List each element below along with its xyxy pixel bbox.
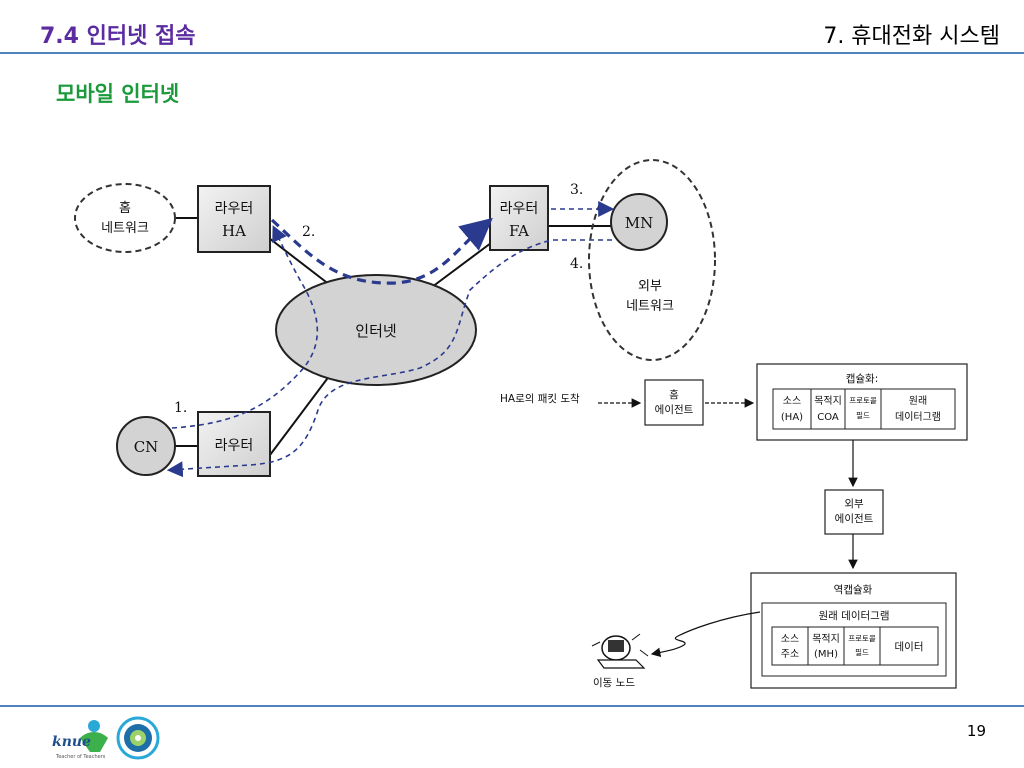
input-label: HA로의 패킷 도착 (500, 393, 580, 405)
svg-text:라우터: 라우터 (500, 201, 539, 217)
section-title: 7.4 인터넷 접속 (40, 24, 196, 49)
svg-text:라우터: 라우터 (215, 201, 254, 217)
svg-text:인터넷: 인터넷 (355, 322, 396, 340)
svg-text:(MH): (MH) (814, 649, 838, 660)
router-ha-box: 라우터 HA (197, 185, 271, 253)
svg-text:knue: knue (52, 734, 91, 750)
svg-text:외부: 외부 (638, 279, 662, 294)
mn-node: MN (610, 193, 668, 251)
svg-text:네트워크: 네트워크 (101, 221, 149, 236)
svg-text:목적지: 목적지 (812, 633, 840, 645)
svg-text:데이터그램: 데이터그램 (895, 411, 941, 423)
svg-text:홈: 홈 (669, 388, 679, 401)
university-seal-icon (116, 716, 160, 760)
step-label-3: 3. (570, 182, 583, 198)
svg-text:프로토콜: 프로토콜 (848, 634, 876, 643)
svg-text:원래: 원래 (909, 395, 927, 407)
svg-text:FA: FA (509, 222, 529, 240)
mobile-node-label: 이동 노드 (593, 677, 635, 689)
svg-text:에이전트: 에이전트 (835, 513, 874, 525)
slide-subtitle: 모바일 인터넷 (56, 82, 180, 106)
path-step-1 (171, 225, 319, 429)
step-label-1: 1. (174, 400, 187, 416)
header-divider (0, 52, 1024, 54)
step-label-4: 4. (570, 256, 583, 272)
svg-text:MN: MN (625, 214, 653, 232)
svg-text:CN: CN (134, 438, 159, 456)
svg-text:필드: 필드 (856, 410, 870, 420)
foreign-network: 외부 네트워크 (588, 159, 716, 361)
svg-text:역캡슐화: 역캡슐화 (834, 584, 873, 596)
home-network: 홈 네트워크 (74, 183, 176, 253)
step-label-2: 2. (302, 224, 315, 240)
foreign-agent-box: 외부 에이전트 (824, 489, 884, 535)
svg-text:필드: 필드 (855, 647, 869, 657)
svg-text:외부: 외부 (844, 498, 864, 510)
svg-text:원래 데이터그램: 원래 데이터그램 (819, 610, 890, 622)
encapsulation-box: 캡슐화: 소스 (HA) 목적지 COA 프로토콜 필드 원래 데이터그램 (756, 363, 968, 441)
knue-logo: knue Teacher of Teachers (52, 720, 108, 760)
svg-text:소스: 소스 (783, 395, 801, 407)
cn-node: CN (116, 416, 176, 476)
page-number: 19 (966, 722, 986, 740)
router-fa-box: 라우터 FA (489, 185, 549, 251)
wireless-link (650, 611, 761, 658)
svg-text:Teacher of Teachers: Teacher of Teachers (55, 754, 106, 760)
svg-text:홈: 홈 (119, 201, 131, 216)
chapter-title: 7. 휴대전화 시스템 (823, 24, 1000, 49)
svg-text:HA: HA (222, 222, 246, 240)
internet-cloud: 인터넷 (275, 274, 477, 386)
decapsulation-box: 역캡슐화 원래 데이터그램 소스 주소 목적지 (MH) 프로토콜 필드 데이터 (750, 572, 957, 689)
footer-divider (0, 705, 1024, 707)
svg-text:네트워크: 네트워크 (626, 299, 674, 314)
svg-text:라우터: 라우터 (215, 438, 254, 454)
svg-text:소스: 소스 (781, 633, 799, 645)
svg-text:(HA): (HA) (781, 412, 803, 423)
svg-text:COA: COA (817, 412, 839, 423)
svg-text:주소: 주소 (781, 648, 799, 660)
svg-text:프로토콜: 프로토콜 (849, 396, 877, 405)
mobile-node-icon (591, 633, 649, 669)
svg-text:에이전트: 에이전트 (655, 404, 694, 416)
home-agent-box: 홈 에이전트 (644, 379, 704, 426)
svg-text:데이터: 데이터 (895, 641, 924, 653)
svg-text:목적지: 목적지 (814, 395, 842, 407)
svg-text:캡슐화:: 캡슐화: (846, 373, 879, 385)
path-step-2-tunnel (270, 217, 493, 285)
path-step-4 (166, 239, 612, 478)
